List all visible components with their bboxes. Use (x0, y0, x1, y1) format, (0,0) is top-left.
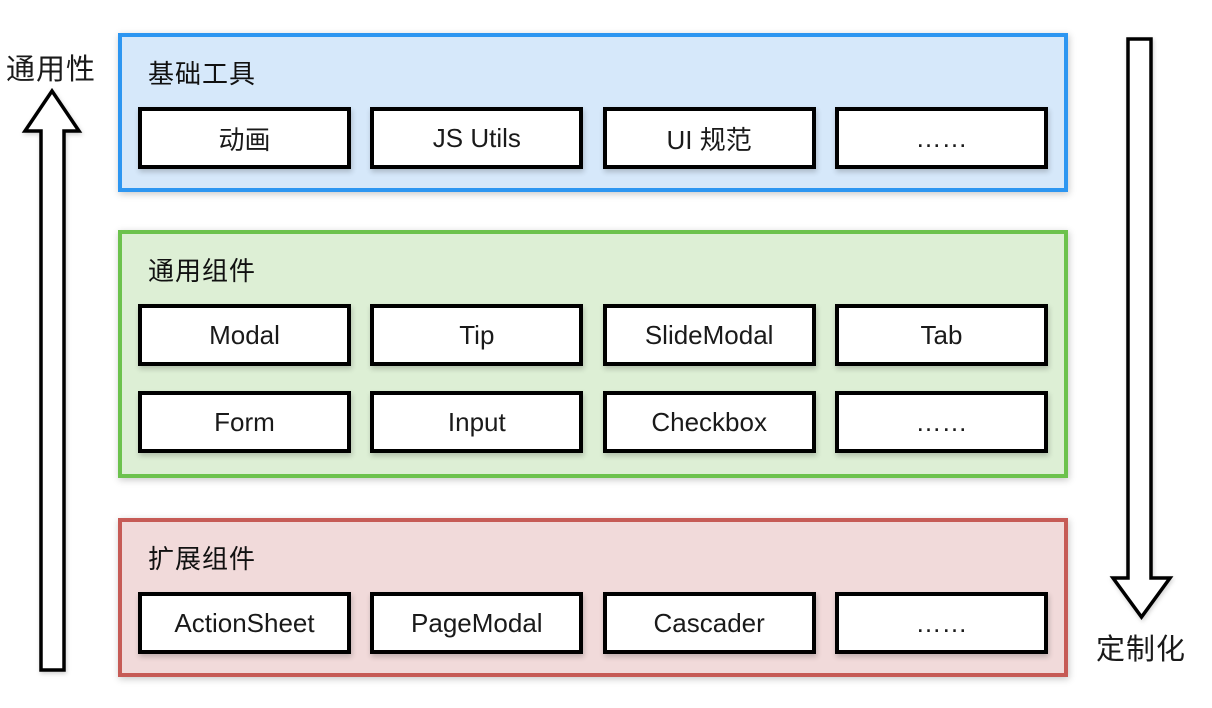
component-row: Form Input Checkbox …… (138, 391, 1048, 453)
component-box-js-utils: JS Utils (370, 107, 584, 169)
layer-rows: Modal Tip SlideModal Tab Form Input Chec… (138, 304, 1048, 453)
layer-title-extended-components: 扩展组件 (148, 544, 257, 574)
generality-axis-label: 通用性 (6, 54, 97, 86)
down-arrow-icon (1109, 37, 1174, 620)
component-box-form: Form (138, 391, 351, 453)
component-box-ellipsis: …… (834, 592, 1048, 654)
layer-panel-extended-components: 扩展组件 ActionSheet PageModal Cascader …… (118, 518, 1068, 677)
layer-rows: ActionSheet PageModal Cascader …… (138, 592, 1048, 654)
up-arrow-icon (21, 87, 83, 672)
component-box-ui-spec: UI 规范 (602, 107, 816, 169)
component-box-actionsheet: ActionSheet (138, 592, 351, 654)
layer-title-common-components: 通用组件 (148, 256, 257, 286)
component-box-tip: Tip (370, 304, 584, 366)
component-box-tab: Tab (834, 304, 1048, 366)
layer-title-base-tools: 基础工具 (148, 59, 257, 89)
component-box-checkbox: Checkbox (602, 391, 816, 453)
component-box-animation: 动画 (138, 107, 351, 169)
customization-axis-label: 定制化 (1096, 634, 1187, 666)
component-box-input: Input (370, 391, 584, 453)
component-box-ellipsis: …… (834, 391, 1048, 453)
component-box-pagemodal: PageModal (370, 592, 584, 654)
component-box-cascader: Cascader (602, 592, 816, 654)
component-box-slidemodal: SlideModal (602, 304, 816, 366)
layer-panel-base-tools: 基础工具 动画 JS Utils UI 规范 …… (118, 33, 1068, 192)
layer-rows: 动画 JS Utils UI 规范 …… (138, 107, 1048, 169)
component-row: 动画 JS Utils UI 规范 …… (138, 107, 1048, 169)
component-box-ellipsis: …… (834, 107, 1048, 169)
component-row: ActionSheet PageModal Cascader …… (138, 592, 1048, 654)
layer-panel-common-components: 通用组件 Modal Tip SlideModal Tab Form Input… (118, 230, 1068, 478)
component-row: Modal Tip SlideModal Tab (138, 304, 1048, 366)
component-box-modal: Modal (138, 304, 351, 366)
